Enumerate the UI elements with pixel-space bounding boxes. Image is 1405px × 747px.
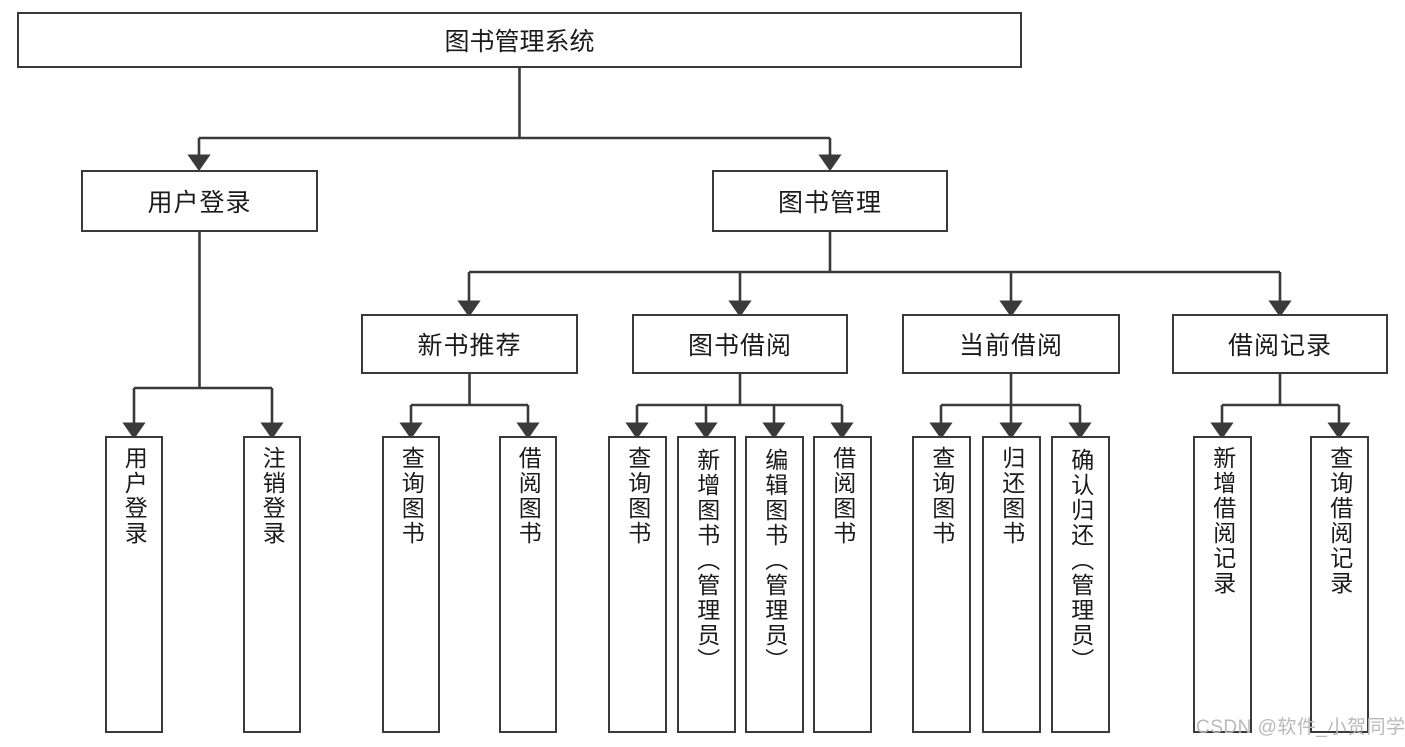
leaf-book-borrow-add[interactable]: 新增图书（管理员） xyxy=(677,436,736,733)
node-new-book-recommend[interactable]: 新书推荐 xyxy=(361,314,578,374)
node-label: 查询借阅记录 xyxy=(1326,446,1353,596)
node-label: 查询图书 xyxy=(928,446,955,546)
leaf-current-borrow-return[interactable]: 归还图书 xyxy=(982,436,1041,733)
node-label: 用户登录 xyxy=(121,446,148,546)
node-label: 确认归还（管理员） xyxy=(1067,448,1094,673)
node-label: 当前借阅 xyxy=(958,332,1063,360)
leaf-book-borrow-edit[interactable]: 编辑图书（管理员） xyxy=(745,436,804,733)
node-label: 图书借阅 xyxy=(687,332,792,360)
node-label: 新书推荐 xyxy=(417,332,522,360)
node-label: 查询图书 xyxy=(398,446,425,546)
node-user-login[interactable]: 用户登录 xyxy=(81,170,318,232)
node-label: 借阅记录 xyxy=(1227,332,1332,360)
node-label: 新增图书（管理员） xyxy=(693,448,720,673)
leaf-user-login-logout[interactable]: 注销登录 xyxy=(243,436,301,733)
leaf-book-borrow-borrow[interactable]: 借阅图书 xyxy=(813,436,872,733)
node-book-management[interactable]: 图书管理 xyxy=(712,170,948,232)
node-borrow-record[interactable]: 借阅记录 xyxy=(1172,314,1388,374)
leaf-user-login-login[interactable]: 用户登录 xyxy=(105,436,163,733)
leaf-book-borrow-query[interactable]: 查询图书 xyxy=(608,436,667,733)
node-book-borrow[interactable]: 图书借阅 xyxy=(632,314,848,374)
node-label: 图书管理系统 xyxy=(444,28,595,56)
leaf-new-book-query[interactable]: 查询图书 xyxy=(382,436,440,733)
node-label: 图书管理 xyxy=(777,189,882,217)
node-label: 用户登录 xyxy=(147,189,252,217)
node-current-borrow[interactable]: 当前借阅 xyxy=(902,314,1120,374)
node-label: 借阅图书 xyxy=(829,446,856,546)
leaf-borrow-record-add[interactable]: 新增借阅记录 xyxy=(1193,436,1252,733)
leaf-current-borrow-query[interactable]: 查询图书 xyxy=(912,436,971,733)
node-root-library-system[interactable]: 图书管理系统 xyxy=(17,12,1022,68)
leaf-borrow-record-query[interactable]: 查询借阅记录 xyxy=(1310,436,1369,733)
leaf-current-borrow-confirm-return[interactable]: 确认归还（管理员） xyxy=(1051,436,1110,733)
leaf-new-book-borrow[interactable]: 借阅图书 xyxy=(499,436,557,733)
node-label: 编辑图书（管理员） xyxy=(761,448,788,673)
node-label: 查询图书 xyxy=(624,446,651,546)
node-label: 借阅图书 xyxy=(515,446,542,546)
node-label: 注销登录 xyxy=(259,446,286,546)
node-label: 归还图书 xyxy=(998,446,1025,546)
node-label: 新增借阅记录 xyxy=(1209,446,1236,596)
